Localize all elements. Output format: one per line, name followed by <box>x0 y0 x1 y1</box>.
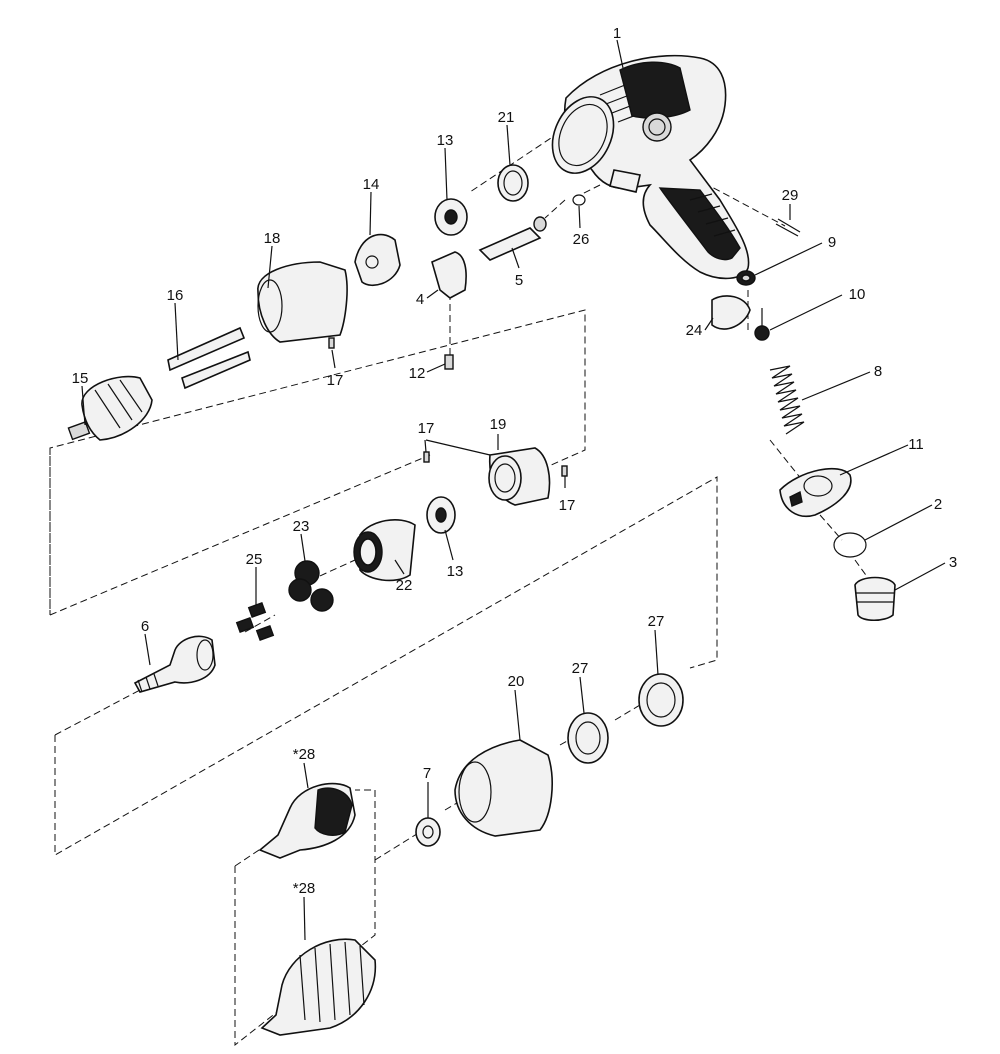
part-14-end-plate <box>354 233 401 287</box>
callout-24: 24 <box>686 322 703 339</box>
callout-29: 29 <box>782 187 799 204</box>
part-25-needle-pins <box>235 602 275 641</box>
callout-14: 14 <box>363 176 380 193</box>
callout-17-middle: 17 <box>418 420 435 437</box>
callout-3: 3 <box>949 554 957 571</box>
part-22-ring-gear <box>353 519 416 582</box>
part-6-spindle <box>133 635 216 693</box>
callout-17: 17 <box>327 372 344 389</box>
callout-16: 16 <box>167 287 184 304</box>
part-16-vanes <box>167 326 251 390</box>
part-5-valve-stem <box>478 216 547 261</box>
callout-27-left: 27 <box>572 660 589 677</box>
part-10-valve <box>754 308 770 341</box>
callout-28-upper: *28 <box>293 746 316 763</box>
callout-numbers: 1 21 13 14 18 16 15 4 5 26 17 12 29 9 10… <box>72 25 958 897</box>
callout-4: 4 <box>416 291 424 308</box>
part-3-inlet-bushing <box>854 576 896 622</box>
part-17-pin-right <box>561 465 568 477</box>
assembly-guide-lines <box>49 119 869 1047</box>
callout-8: 8 <box>874 363 882 380</box>
part-17-pin-top <box>328 337 335 349</box>
part-12-set-screw <box>444 354 454 370</box>
part-19-ring-gear-housing <box>488 447 551 506</box>
part-11-exhaust-deflector <box>779 467 852 517</box>
part-24-trigger-cover <box>711 295 751 330</box>
callout-17-right: 17 <box>559 497 576 514</box>
callout-15: 15 <box>72 370 89 387</box>
part-29-pin <box>775 218 801 237</box>
callout-13: 13 <box>437 132 454 149</box>
callout-7: 7 <box>423 765 431 782</box>
part-2-o-ring <box>833 532 867 558</box>
part-27-bearing-left <box>567 712 609 764</box>
part-9-washer <box>736 270 756 286</box>
part-13-bearing-lower <box>426 496 456 534</box>
part-8-spring <box>769 365 805 435</box>
callout-22: 22 <box>396 577 413 594</box>
part-26-o-ring <box>572 194 586 206</box>
part-4-trigger <box>431 251 467 299</box>
callout-27-right: 27 <box>648 613 665 630</box>
part-1-housing <box>551 54 750 280</box>
callout-28-lower: *28 <box>293 880 316 897</box>
callout-25: 25 <box>246 551 263 568</box>
callout-18: 18 <box>264 230 281 247</box>
part-23-planet-gears <box>288 560 334 612</box>
callout-21: 21 <box>498 109 515 126</box>
part-18-cylinder <box>257 261 348 343</box>
part-27-bearing-right <box>638 673 684 727</box>
callout-23: 23 <box>293 518 310 535</box>
callout-10: 10 <box>849 286 866 303</box>
part-17-pin-left <box>423 451 430 463</box>
part-7-washer <box>415 817 441 847</box>
part-13-bearing-upper <box>434 198 468 236</box>
callout-1: 1 <box>613 25 621 42</box>
callout-5: 5 <box>515 272 523 289</box>
callout-12: 12 <box>409 365 426 382</box>
callout-19: 19 <box>490 416 507 433</box>
callout-2: 2 <box>934 496 942 513</box>
callout-6: 6 <box>141 618 149 635</box>
part-15-rotor <box>67 375 153 441</box>
part-28-keyed-chuck <box>258 782 356 859</box>
callout-9: 9 <box>828 234 836 251</box>
callout-leaders <box>81 39 946 941</box>
callout-20: 20 <box>508 673 525 690</box>
part-28-keyless-chuck <box>260 938 377 1036</box>
callout-13-lower: 13 <box>447 563 464 580</box>
part-21-ring <box>497 164 529 202</box>
callout-11: 11 <box>908 436 924 453</box>
part-20-nose-housing <box>454 739 553 837</box>
callout-26: 26 <box>573 231 590 248</box>
